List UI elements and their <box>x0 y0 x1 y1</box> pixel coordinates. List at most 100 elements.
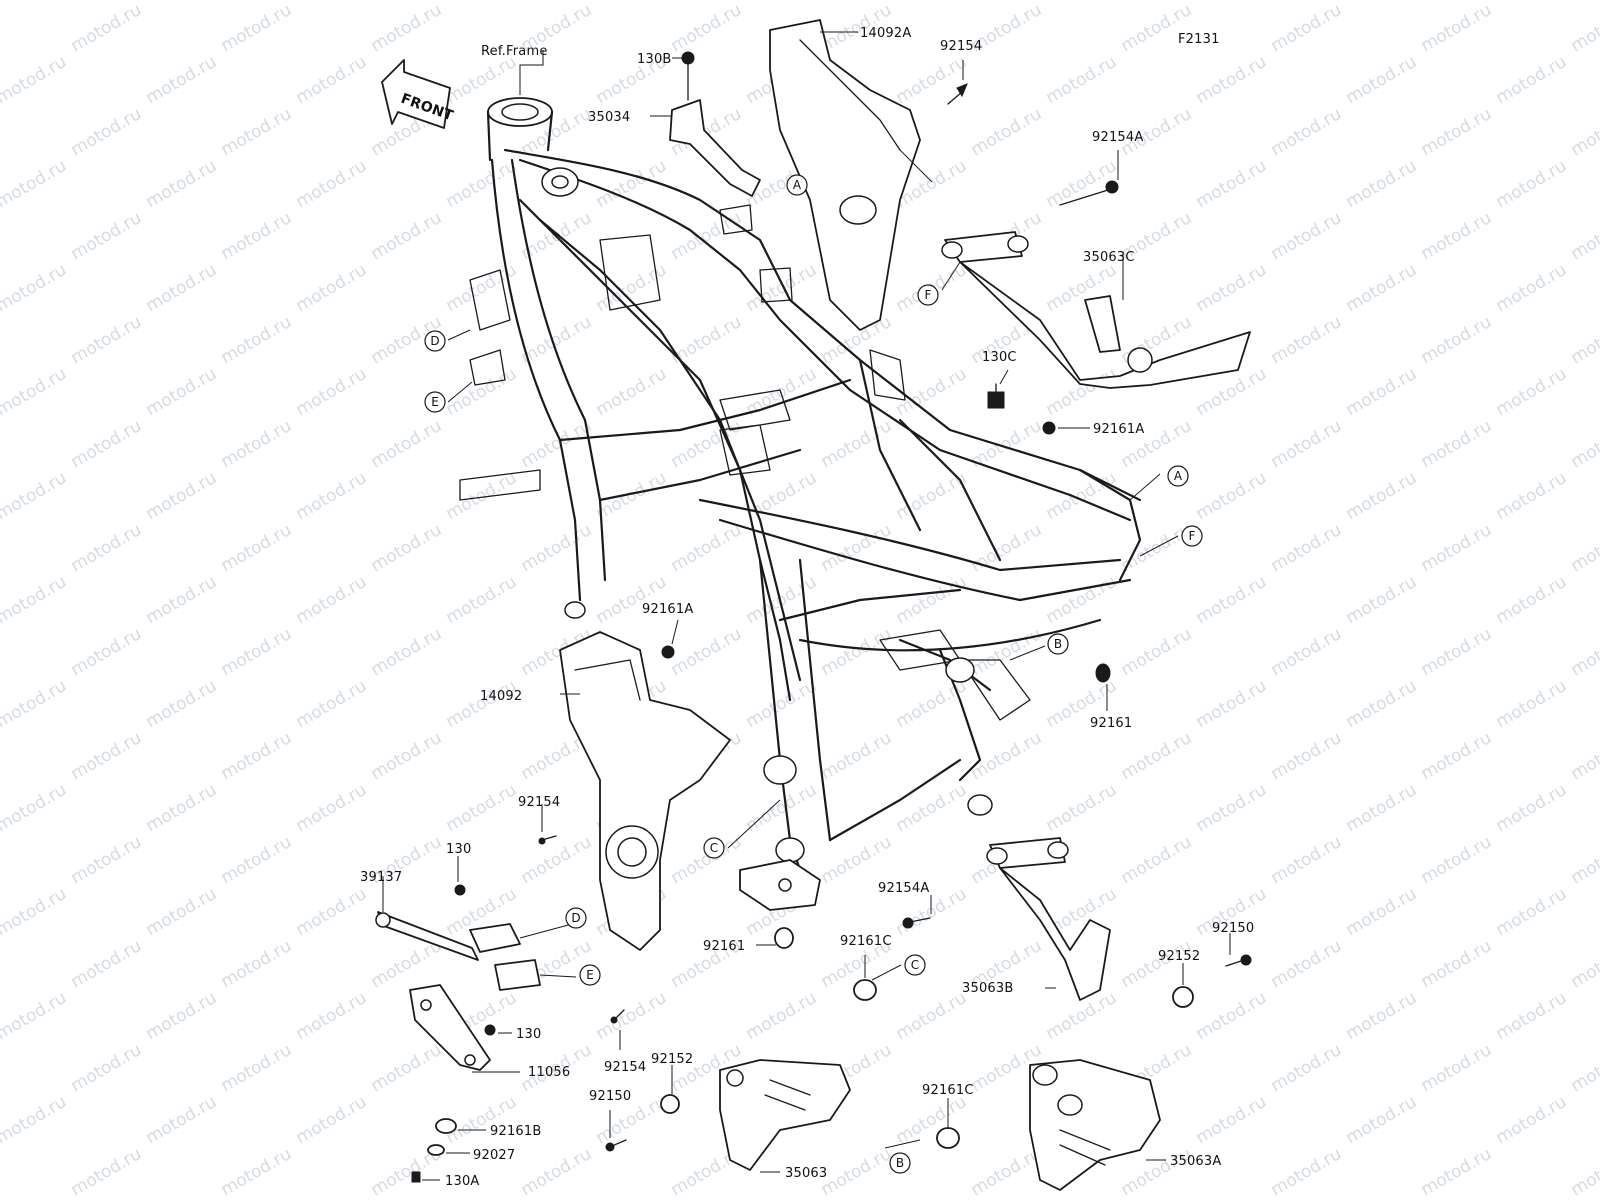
watermark-text: motod.ru <box>443 0 521 4</box>
watermark-text: motod.ru <box>1418 416 1496 472</box>
watermark-text: motod.ru <box>218 0 296 56</box>
watermark-text: motod.ru <box>1418 624 1496 680</box>
watermark-text: motod.ru <box>593 468 671 524</box>
marker-E-2: E <box>579 964 601 986</box>
svg-text:A: A <box>793 178 802 192</box>
watermark-text: motod.ru <box>368 1040 446 1096</box>
watermark-text: motod.ru <box>143 884 221 940</box>
watermark-text: motod.ru <box>443 1092 521 1148</box>
watermark-text: motod.ru <box>1118 624 1196 680</box>
label-14092A: 14092A <box>860 26 911 41</box>
marker-A-2: A <box>1167 465 1189 487</box>
label-92161C-low: 92161C <box>922 1083 974 1098</box>
watermark-text: motod.ru <box>0 156 70 212</box>
part-labels: F2131 Ref.Frame 14092A 92154 130B 35034 … <box>360 26 1254 1189</box>
svg-text:E: E <box>431 395 439 409</box>
watermark-text: motod.ru <box>143 780 221 836</box>
svg-text:B: B <box>1054 637 1062 651</box>
label-92154-mid: 92154 <box>518 795 560 810</box>
label-92161B: 92161B <box>490 1124 541 1139</box>
watermark-text: motod.ru <box>293 988 371 1044</box>
watermark-text: motod.ru <box>1268 416 1346 472</box>
bracket-39137 <box>375 911 541 991</box>
watermark-text: motod.ru <box>293 676 371 732</box>
watermark-text: motod.ru <box>1568 520 1600 576</box>
watermark-text: motod.ru <box>743 676 821 732</box>
watermark-text: motod.ru <box>1193 52 1271 108</box>
label-35063B: 35063B <box>962 981 1013 996</box>
watermark-text: motod.ru <box>368 624 446 680</box>
watermark-text: motod.ru <box>593 0 671 4</box>
watermark-text: motod.ru <box>1493 0 1571 4</box>
watermark-text: motod.ru <box>1418 0 1496 56</box>
watermark-text: motod.ru <box>1193 676 1271 732</box>
label-130-a: 130 <box>446 842 471 857</box>
svg-text:F: F <box>1189 529 1196 543</box>
watermark-text: motod.ru <box>1343 260 1421 316</box>
watermark-text: motod.ru <box>0 0 70 4</box>
watermark-text: motod.ru <box>1043 780 1121 836</box>
watermark-text: motod.ru <box>68 104 146 160</box>
watermark-text: motod.ru <box>68 1040 146 1096</box>
leader-lines <box>382 31 1231 1181</box>
watermark-text: motod.ru <box>368 0 446 56</box>
watermark-text: motod.ru <box>68 1144 146 1200</box>
watermark-text: motod.ru <box>143 676 221 732</box>
watermark-text: motod.ru <box>1493 156 1571 212</box>
watermark-text: motod.ru <box>218 728 296 784</box>
watermark-text: motod.ru <box>1568 728 1600 784</box>
watermark-text: motod.ru <box>1268 208 1346 264</box>
watermark-text: motod.ru <box>1568 624 1600 680</box>
watermark-text: motod.ru <box>1193 468 1271 524</box>
watermark-text: motod.ru <box>668 0 746 56</box>
label-130-b: 130 <box>516 1027 541 1042</box>
watermark-text: motod.ru <box>1418 104 1496 160</box>
label-92154A-low: 92154A <box>878 881 929 896</box>
watermark-text: motod.ru <box>143 364 221 420</box>
watermark-text: motod.ru <box>1343 884 1421 940</box>
watermark-text: motod.ru <box>143 572 221 628</box>
watermark-text: motod.ru <box>218 104 296 160</box>
label-92027: 92027 <box>473 1148 515 1163</box>
reference-markers: A A F F D D E E B B C C <box>424 174 1203 1174</box>
marker-C-2: C <box>904 954 926 976</box>
watermark-text: motod.ru <box>1343 988 1421 1044</box>
svg-text:D: D <box>571 911 580 925</box>
watermark-text: motod.ru <box>1343 780 1421 836</box>
watermark-text: motod.ru <box>218 520 296 576</box>
watermark-text: motod.ru <box>1193 572 1271 628</box>
watermark-text: motod.ru <box>518 832 596 888</box>
svg-text:B: B <box>896 1156 904 1170</box>
step-bracket-35063b <box>986 837 1111 1001</box>
watermark-text: motod.ru <box>1043 0 1121 4</box>
step-35063 <box>719 1059 851 1171</box>
watermark-text: motod.ru <box>1193 1092 1271 1148</box>
watermark-text: motod.ru <box>1118 520 1196 576</box>
label-92154A-top: 92154A <box>1092 130 1143 145</box>
watermark-text: motod.ru <box>443 260 521 316</box>
label-35063: 35063 <box>785 1166 827 1181</box>
watermark-text: motod.ru <box>1493 988 1571 1044</box>
watermark-text: motod.ru <box>1568 0 1600 56</box>
watermark-text: motod.ru <box>593 364 671 420</box>
watermark-text: motod.ru <box>293 260 371 316</box>
watermark-text: motod.ru <box>143 260 221 316</box>
watermark-text: motod.ru <box>1418 520 1496 576</box>
watermark-text: motod.ru <box>1568 1144 1600 1200</box>
watermark-text: motod.ru <box>68 520 146 576</box>
watermark-text: motod.ru <box>293 0 371 4</box>
watermark-text: motod.ru <box>1493 676 1571 732</box>
watermark-text: motod.ru <box>1268 1040 1346 1096</box>
watermark-text: motod.ru <box>293 468 371 524</box>
watermark-text: motod.ru <box>1268 520 1346 576</box>
watermark-text: motod.ru <box>1493 572 1571 628</box>
watermark-text: motod.ru <box>293 572 371 628</box>
watermark-text: motod.ru <box>0 988 70 1044</box>
watermark-text: motod.ru <box>1343 0 1421 4</box>
marker-A-1: A <box>786 174 808 196</box>
step-bracket-35063c <box>941 180 1251 389</box>
watermark-text: motod.ru <box>0 572 70 628</box>
watermark-text: motod.ru <box>893 52 971 108</box>
watermark-text: motod.ru <box>68 0 146 56</box>
